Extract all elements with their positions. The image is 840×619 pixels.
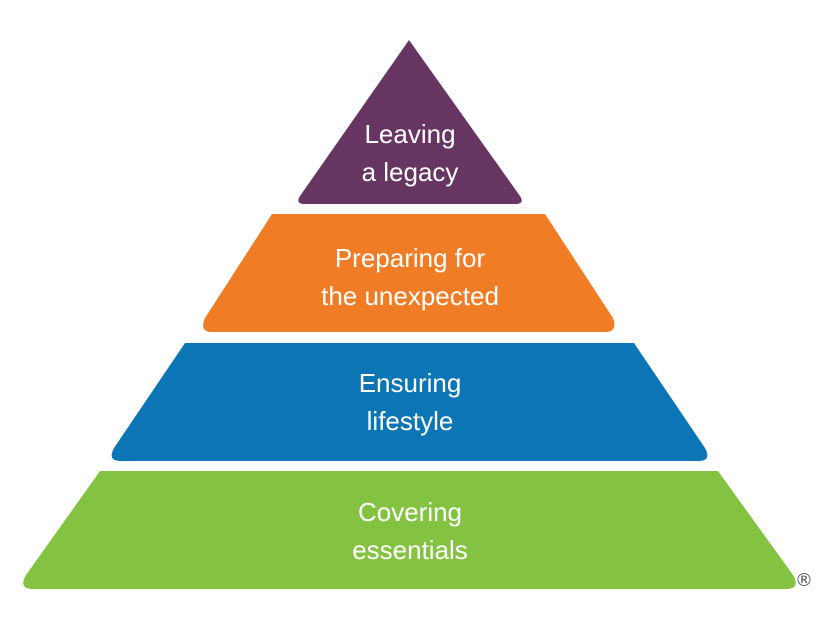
tier-top-line-1: Leaving	[364, 119, 456, 149]
tier-third-shape	[111, 343, 708, 461]
tier-second-line-2: the unexpected	[321, 281, 499, 311]
tier-second-shape	[203, 214, 615, 332]
tier-bottom-shape	[23, 471, 796, 589]
registered-trademark-mark: ®	[795, 570, 813, 591]
tier-bottom-label: Covering essentials	[260, 493, 560, 569]
tier-top-label: Leaving a legacy	[310, 115, 510, 191]
tier-bottom-line-2: essentials	[352, 535, 468, 565]
tier-top-shape	[298, 40, 522, 204]
tier-bottom-line-1: Covering	[357, 497, 463, 527]
tier-third-line-1: Ensuring	[358, 368, 462, 398]
tier-second-line-1: Preparing for	[334, 243, 486, 273]
tier-third-line-2: lifestyle	[366, 406, 454, 436]
tier-third-label: Ensuring lifestyle	[260, 364, 560, 440]
tier-top-line-2: a legacy	[361, 157, 459, 187]
tier-second-label: Preparing for the unexpected	[260, 239, 560, 315]
